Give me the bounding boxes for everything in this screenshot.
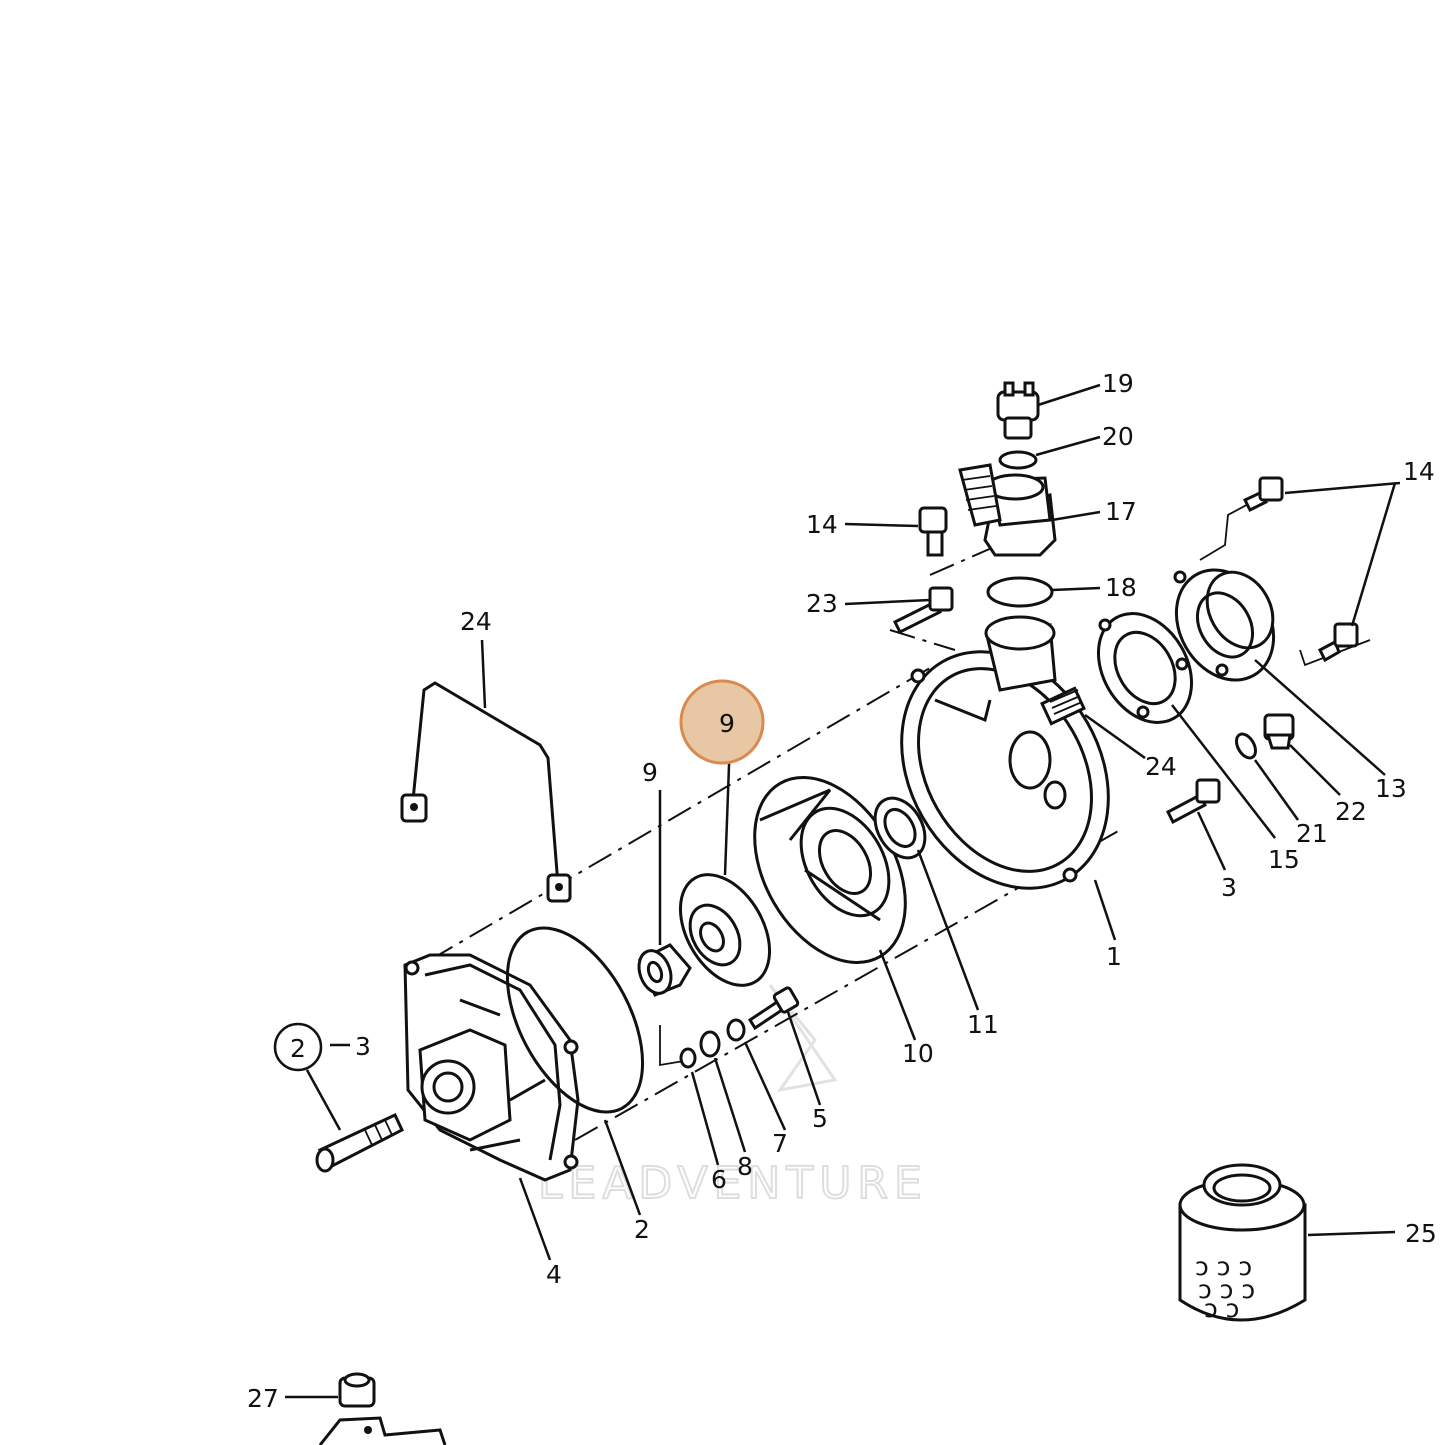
callout-27[interactable]: 27 <box>247 1384 279 1413</box>
callout-17[interactable]: 18 <box>1105 573 1137 602</box>
part-22-bolt <box>892 586 954 635</box>
callout-4[interactable]: 4 <box>546 1260 562 1289</box>
callout-18[interactable]: 19 <box>1102 369 1134 398</box>
part-3-bolt-right <box>1166 778 1221 825</box>
part-1-pump-housing <box>900 615 1110 890</box>
part-2-o-ring <box>505 926 645 1114</box>
callout-24[interactable]: 24 <box>460 607 492 636</box>
callout-labels: 19 20 17 18 14 23 14 13 24 22 21 15 3 1 … <box>247 369 1437 1413</box>
leader-lines <box>285 383 1401 1399</box>
callout-7[interactable]: 7 <box>772 1129 788 1158</box>
part-24-bracket-rod <box>400 681 572 903</box>
part-19-o-ring <box>998 450 1038 470</box>
callout-16[interactable]: 17 <box>1105 497 1137 526</box>
callout-3-right[interactable]: 3 <box>1221 873 1237 902</box>
callout-1[interactable]: 1 <box>1106 942 1122 971</box>
callout-21[interactable]: 22 <box>1335 797 1367 826</box>
bottom-bracket <box>318 1416 447 1445</box>
part-27-nut <box>338 1372 376 1408</box>
callout-2-circled[interactable]: 2 <box>290 1034 306 1063</box>
part-10-plug <box>637 943 692 997</box>
callout-25[interactable]: 25 <box>1405 1219 1437 1248</box>
callout-5[interactable]: 5 <box>812 1104 828 1133</box>
part-14-bolt-left <box>918 506 948 557</box>
highlight-marker[interactable] <box>679 679 765 765</box>
callout-13[interactable]: 13 <box>1375 774 1407 803</box>
part-23-gasket <box>1096 612 1194 724</box>
part-9-seal-plate <box>678 873 772 987</box>
watermark: LEADVENTURE <box>537 984 928 1210</box>
part-12-seal <box>873 796 927 860</box>
part-20-washer <box>1235 732 1257 760</box>
part-5-bolt <box>747 986 800 1031</box>
callout-3-left[interactable]: 3 <box>355 1032 371 1061</box>
callout-14-right[interactable]: 14 <box>1403 457 1435 486</box>
part-13-cover <box>1173 568 1276 682</box>
watermark-text: LEADVENTURE <box>538 1158 928 1209</box>
callout-15[interactable]: 15 <box>1268 845 1300 874</box>
part-7-lock-washer <box>726 1018 746 1042</box>
callout-23[interactable]: 24 <box>1145 752 1177 781</box>
callout-14-left[interactable]: 14 <box>806 510 838 539</box>
part-6-washer <box>679 1047 697 1069</box>
callout-20[interactable]: 21 <box>1296 819 1328 848</box>
svg-text:ͻ ͻ: ͻ ͻ <box>1204 1294 1239 1323</box>
callout-11[interactable]: 10 <box>902 1039 934 1068</box>
part-25-strainer: ͻ ͻ ͻ ͻ ͻ ͻ ͻ ͻ <box>1178 1163 1307 1323</box>
part-18-cap <box>996 381 1040 440</box>
part-14-bolt-right-bottom <box>1318 622 1359 663</box>
callout-6[interactable]: 6 <box>711 1165 727 1194</box>
callout-22[interactable]: 23 <box>806 589 838 618</box>
reference-circle <box>273 1022 323 1072</box>
part-4-end-cover <box>403 953 580 1182</box>
callout-8[interactable]: 8 <box>737 1152 753 1181</box>
part-14-bolt-right-top <box>1242 476 1284 513</box>
svg-text:ͻ ͻ ͻ: ͻ ͻ ͻ <box>1195 1252 1252 1281</box>
part-2-stud <box>315 1113 404 1173</box>
part-8-nut <box>699 1030 721 1058</box>
callout-12[interactable]: 11 <box>967 1010 999 1039</box>
callout-19[interactable]: 20 <box>1102 422 1134 451</box>
callout-2-oring[interactable]: 2 <box>634 1215 650 1244</box>
part-16-outlet-elbow <box>958 463 1057 557</box>
callout-10[interactable]: 9 <box>642 758 658 787</box>
part-11-impeller <box>753 776 907 964</box>
callout-9[interactable]: 9 <box>719 709 735 738</box>
part-21-plug <box>1263 713 1295 750</box>
part-17-o-ring <box>986 576 1054 608</box>
svg-text:ͻ ͻ ͻ: ͻ ͻ ͻ <box>1198 1275 1255 1304</box>
